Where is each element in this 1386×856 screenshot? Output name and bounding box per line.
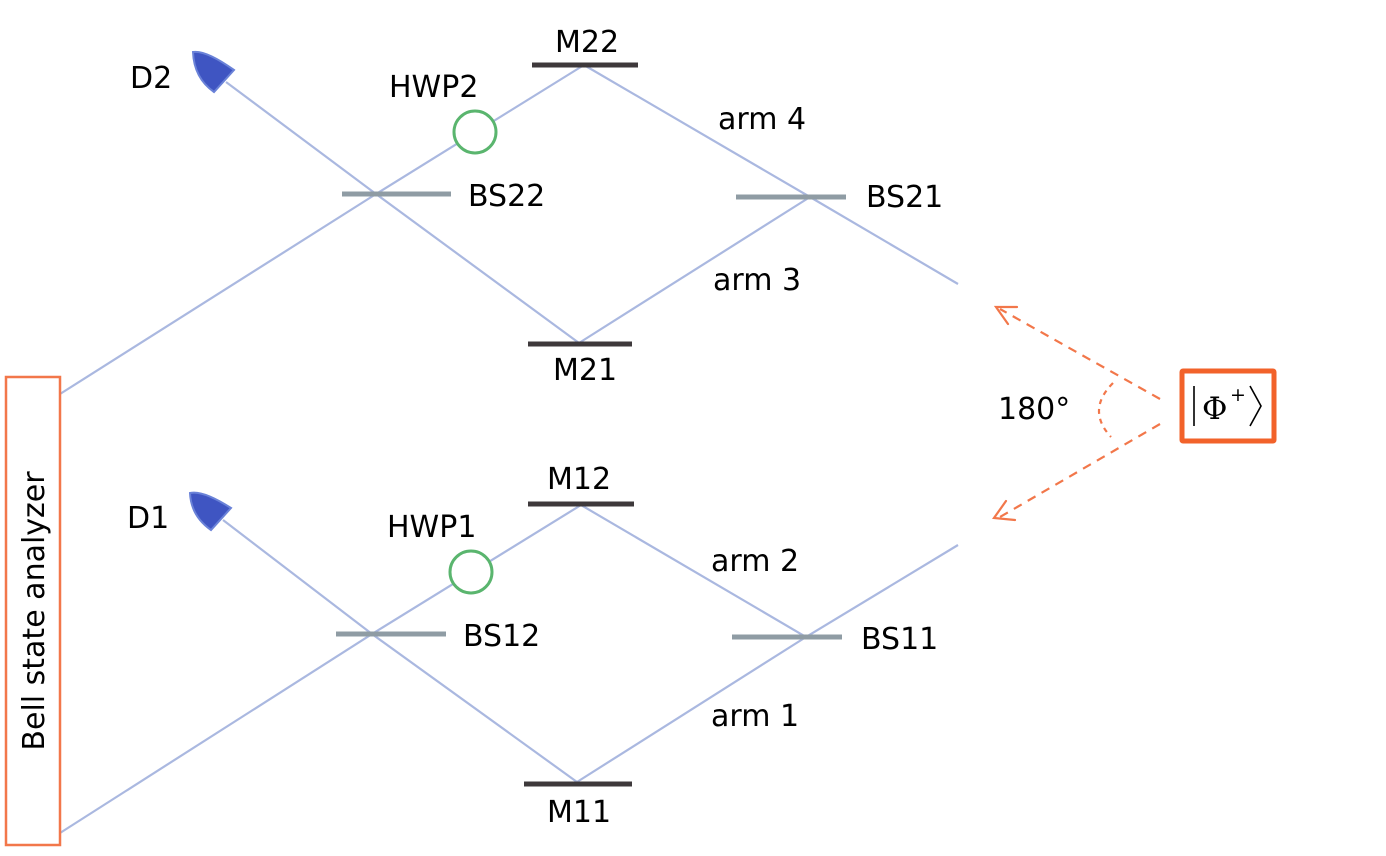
component-labels: D2 HWP2 M22 arm 4 BS22 BS21 arm 3 M21 18… <box>127 25 1070 830</box>
beam-arm-1 <box>576 636 807 783</box>
beam-arm-4 <box>583 64 811 198</box>
label-bs22: BS22 <box>468 179 545 214</box>
label-arm-3: arm 3 <box>713 263 801 298</box>
bell-state-analyzer-box <box>4 375 62 847</box>
detectors <box>188 50 236 532</box>
label-bs12: BS12 <box>463 619 540 654</box>
label-arm-1: arm 1 <box>711 699 799 734</box>
mirrors <box>524 62 638 787</box>
beam-m11-to-bs12 <box>371 633 578 783</box>
label-arm-4: arm 4 <box>718 102 806 137</box>
beam-m21-to-bs22 <box>375 193 580 344</box>
half-wave-plate-hwp1 <box>448 549 494 595</box>
half-wave-plates <box>448 109 498 595</box>
bell-state-analyzer-label: Bell state analyzer <box>17 471 52 751</box>
beam-bs12-to-d1 <box>222 519 373 635</box>
beam-arm-2 <box>580 504 807 638</box>
label-d1: D1 <box>127 501 169 536</box>
detector-d2-icon <box>191 50 236 94</box>
label-bs11: BS11 <box>861 622 938 657</box>
beam-paths <box>59 64 959 834</box>
beam-bs22-to-analyzer <box>59 193 377 395</box>
beam-bs22-to-d2 <box>225 81 377 195</box>
label-m21: M21 <box>553 353 617 388</box>
beam-input-lower <box>805 544 959 638</box>
half-wave-plate-hwp2 <box>452 109 498 155</box>
bell-state-symbol: Φ + <box>1193 384 1262 427</box>
label-hwp1: HWP1 <box>387 510 476 545</box>
beam-splitters <box>336 191 846 640</box>
label-bs21: BS21 <box>866 180 943 215</box>
label-d2: D2 <box>130 61 172 96</box>
photon-source-emission <box>992 305 1161 522</box>
label-m12: M12 <box>547 462 611 497</box>
emission-upper-dashed <box>999 308 1161 400</box>
detector-d1-icon <box>188 491 233 532</box>
beam-bs12-to-analyzer <box>59 633 373 834</box>
state-superscript: + <box>1230 384 1246 406</box>
label-hwp2: HWP2 <box>389 70 478 105</box>
label-angle: 180° <box>998 392 1070 427</box>
label-arm-2: arm 2 <box>711 544 799 579</box>
label-m22: M22 <box>555 25 619 60</box>
state-phi: Φ <box>1202 391 1227 427</box>
emission-lower-dashed <box>999 423 1161 518</box>
label-m11: M11 <box>547 795 611 830</box>
emission-lower-arrowhead <box>992 499 1017 522</box>
angle-arc <box>1097 382 1114 438</box>
emission-upper-arrowhead <box>993 305 1019 326</box>
beam-arm-3 <box>578 196 811 344</box>
beam-input-upper <box>809 196 959 285</box>
